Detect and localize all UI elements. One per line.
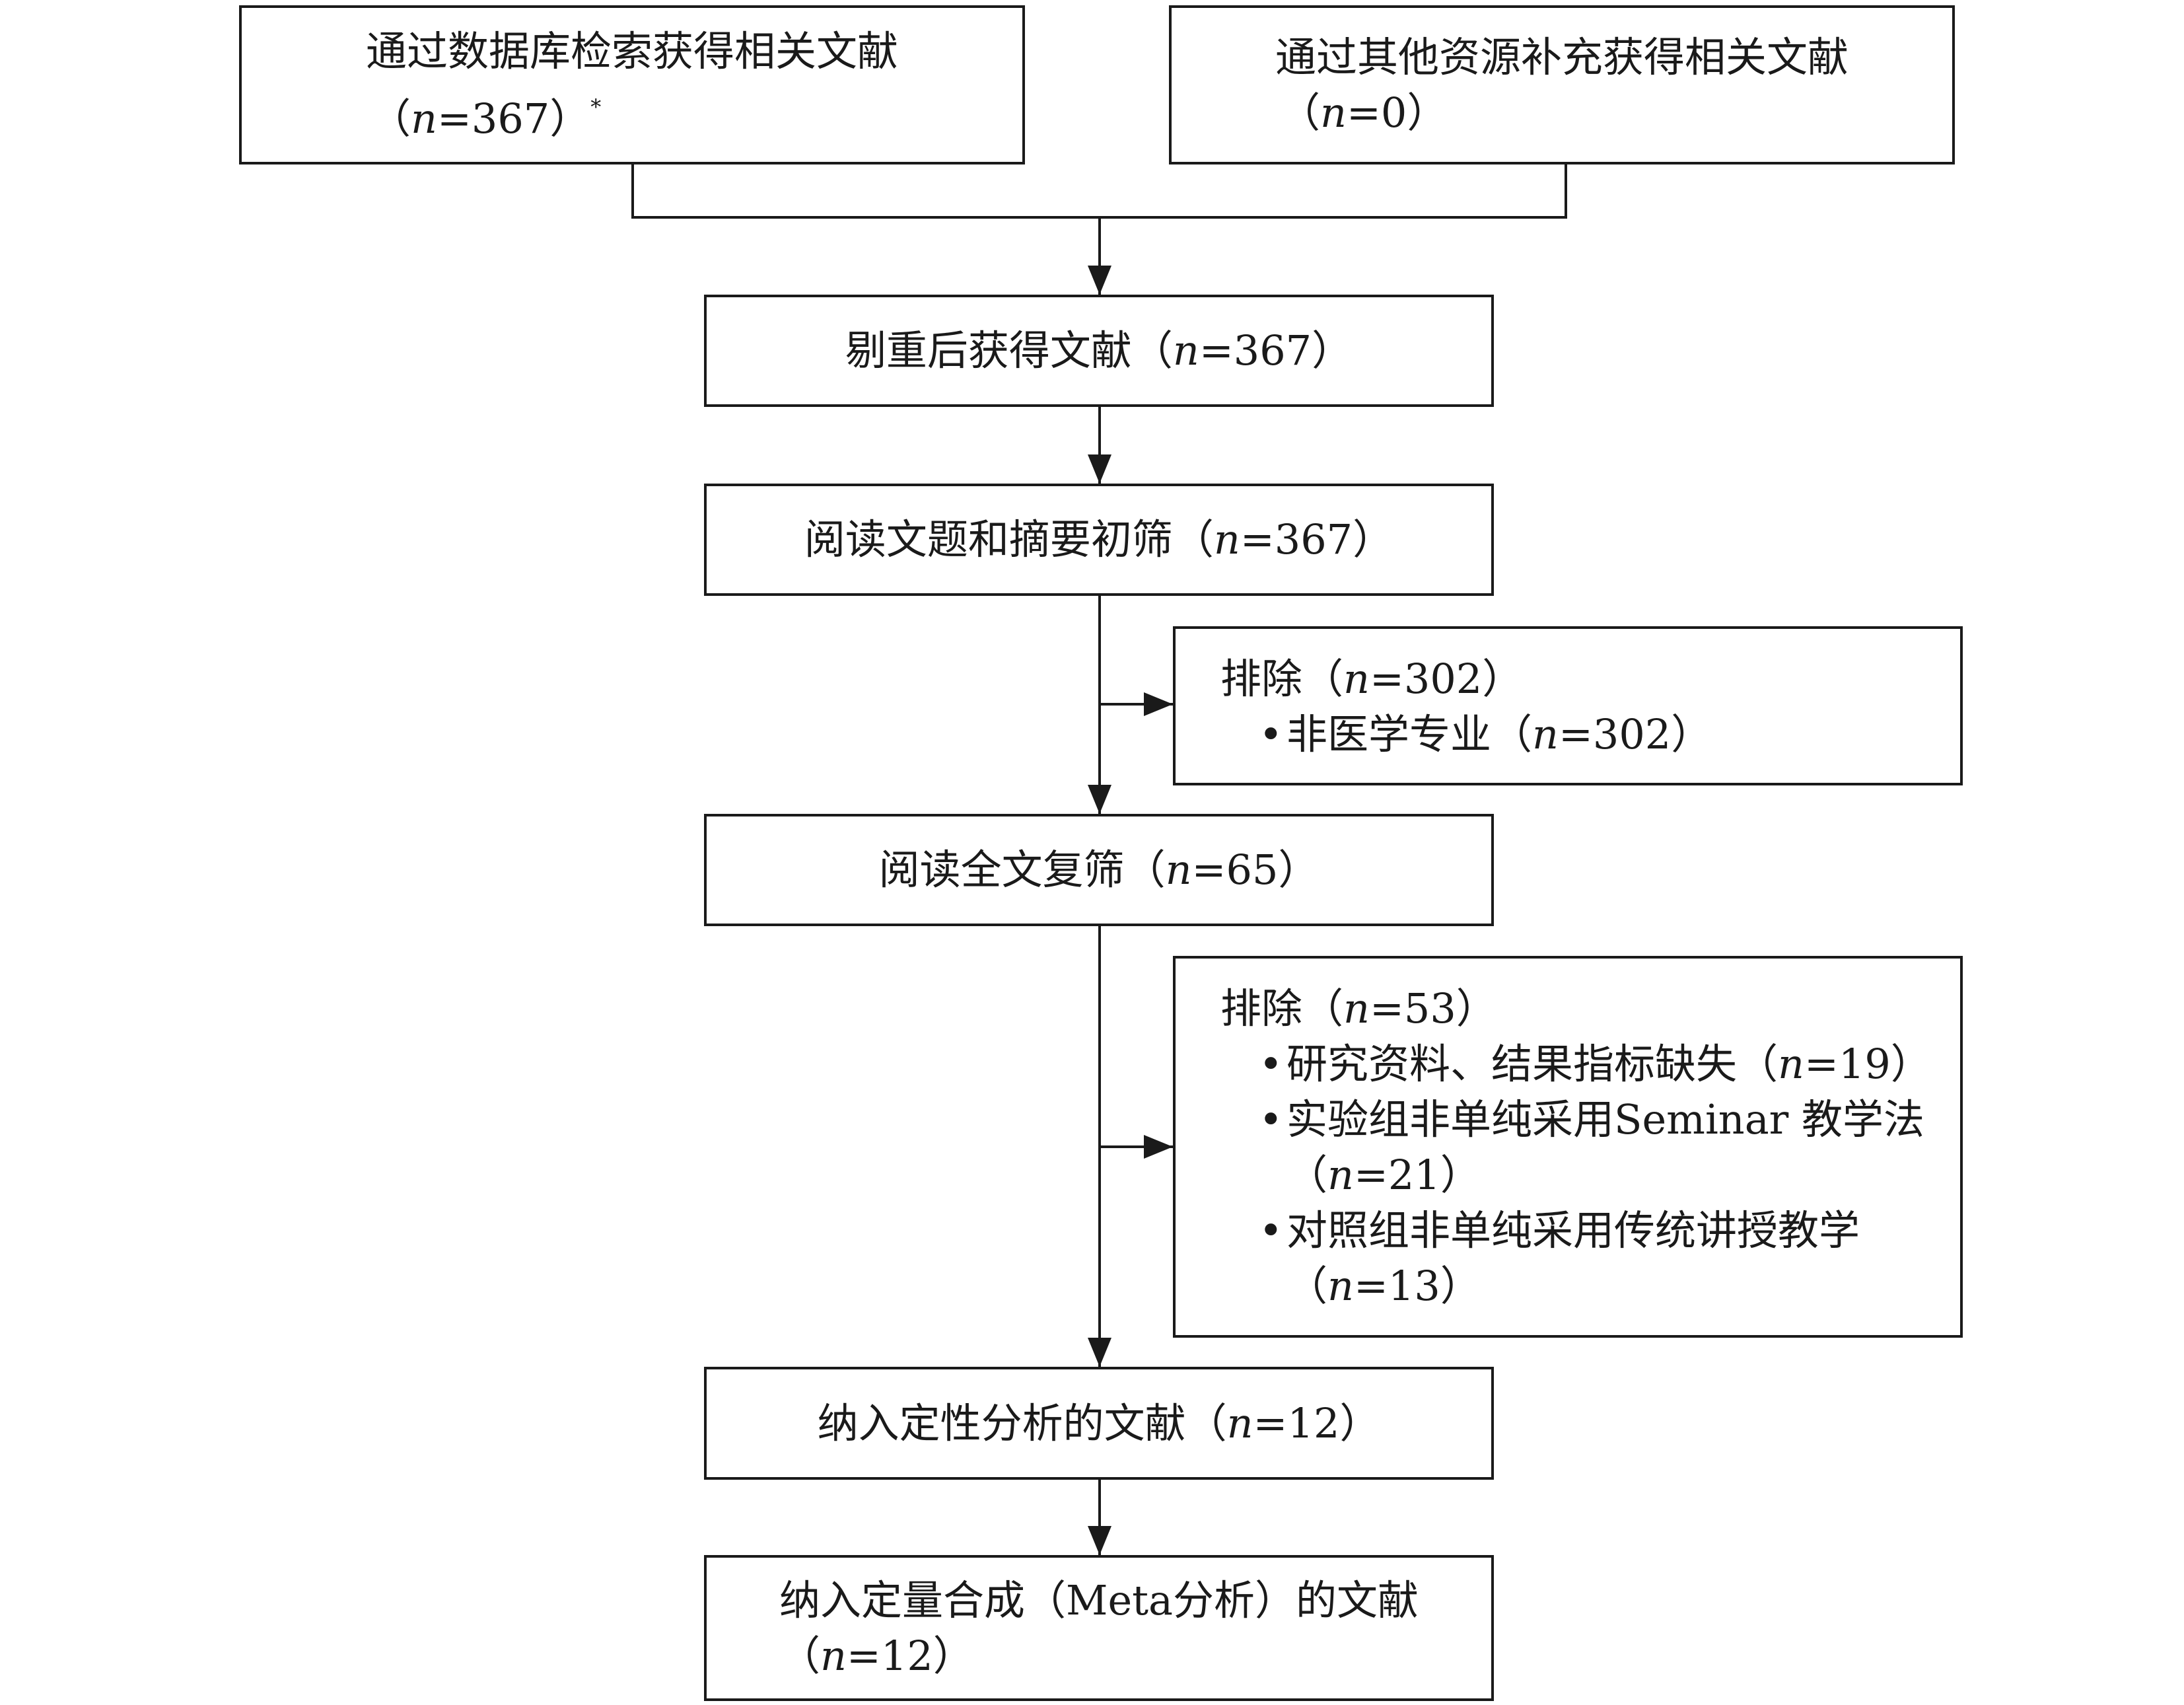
exclusion-1-reason: •非医学专业（n=302）	[1259, 710, 1712, 758]
other-sources-label: 通过其他资源补充获得相关文献	[1275, 32, 1849, 81]
database-search-count: （n=367）*	[369, 94, 602, 143]
exclusion-box-2: 排除（n=53） •研究资料、结果指标缺失（n=19） •实验组非单纯采用Sem…	[1173, 956, 1963, 1338]
other-sources-box: 通过其他资源补充获得相关文献 （n=0）	[1169, 5, 1955, 164]
exclusion-2-reason-missing-data: •研究资料、结果指标缺失（n=19）	[1259, 1040, 1932, 1088]
dedup-box: 剔重后获得文献（n=367）	[704, 295, 1494, 407]
exclusion-1-title: 排除（n=302）	[1220, 655, 1524, 703]
database-search-box: 通过数据库检索获得相关文献 （n=367）*	[239, 5, 1025, 164]
exclusion-2-reason-experimental-group-count: （n=21）	[1286, 1151, 1481, 1199]
qualitative-analysis-box: 纳入定性分析的文献（n=12）	[704, 1367, 1494, 1480]
exclusion-2-reason-control-group: •对照组非单纯采用传统讲授教学	[1259, 1206, 1860, 1254]
title-abstract-screening-label: 阅读文题和摘要初筛（n=367）	[804, 515, 1394, 563]
footnote-mark: *	[590, 94, 602, 120]
qualitative-analysis-label: 纳入定性分析的文献（n=12）	[817, 1398, 1381, 1447]
dedup-label: 剔重后获得文献（n=367）	[845, 326, 1353, 375]
title-abstract-screening-box: 阅读文题和摘要初筛（n=367）	[704, 484, 1494, 596]
exclusion-box-1: 排除（n=302） •非医学专业（n=302）	[1173, 626, 1963, 785]
exclusion-2-reason-control-group-count: （n=13）	[1286, 1262, 1481, 1310]
database-search-label: 通过数据库检索获得相关文献	[365, 26, 898, 75]
exclusion-2-title: 排除（n=53）	[1220, 984, 1497, 1033]
exclusion-2-reason-experimental-group: •实验组非单纯采用Seminar 教学法	[1259, 1095, 1925, 1143]
other-sources-count: （n=0）	[1279, 88, 1448, 137]
quantitative-synthesis-box: 纳入定量合成（Meta分析）的文献 （n=12）	[704, 1555, 1494, 1701]
full-text-screening-label: 阅读全文复筛（n=65）	[878, 846, 1320, 894]
quantitative-synthesis-label: 纳入定量合成（Meta分析）的文献	[779, 1576, 1419, 1624]
quantitative-synthesis-count: （n=12）	[779, 1631, 974, 1680]
full-text-screening-box: 阅读全文复筛（n=65）	[704, 814, 1494, 926]
